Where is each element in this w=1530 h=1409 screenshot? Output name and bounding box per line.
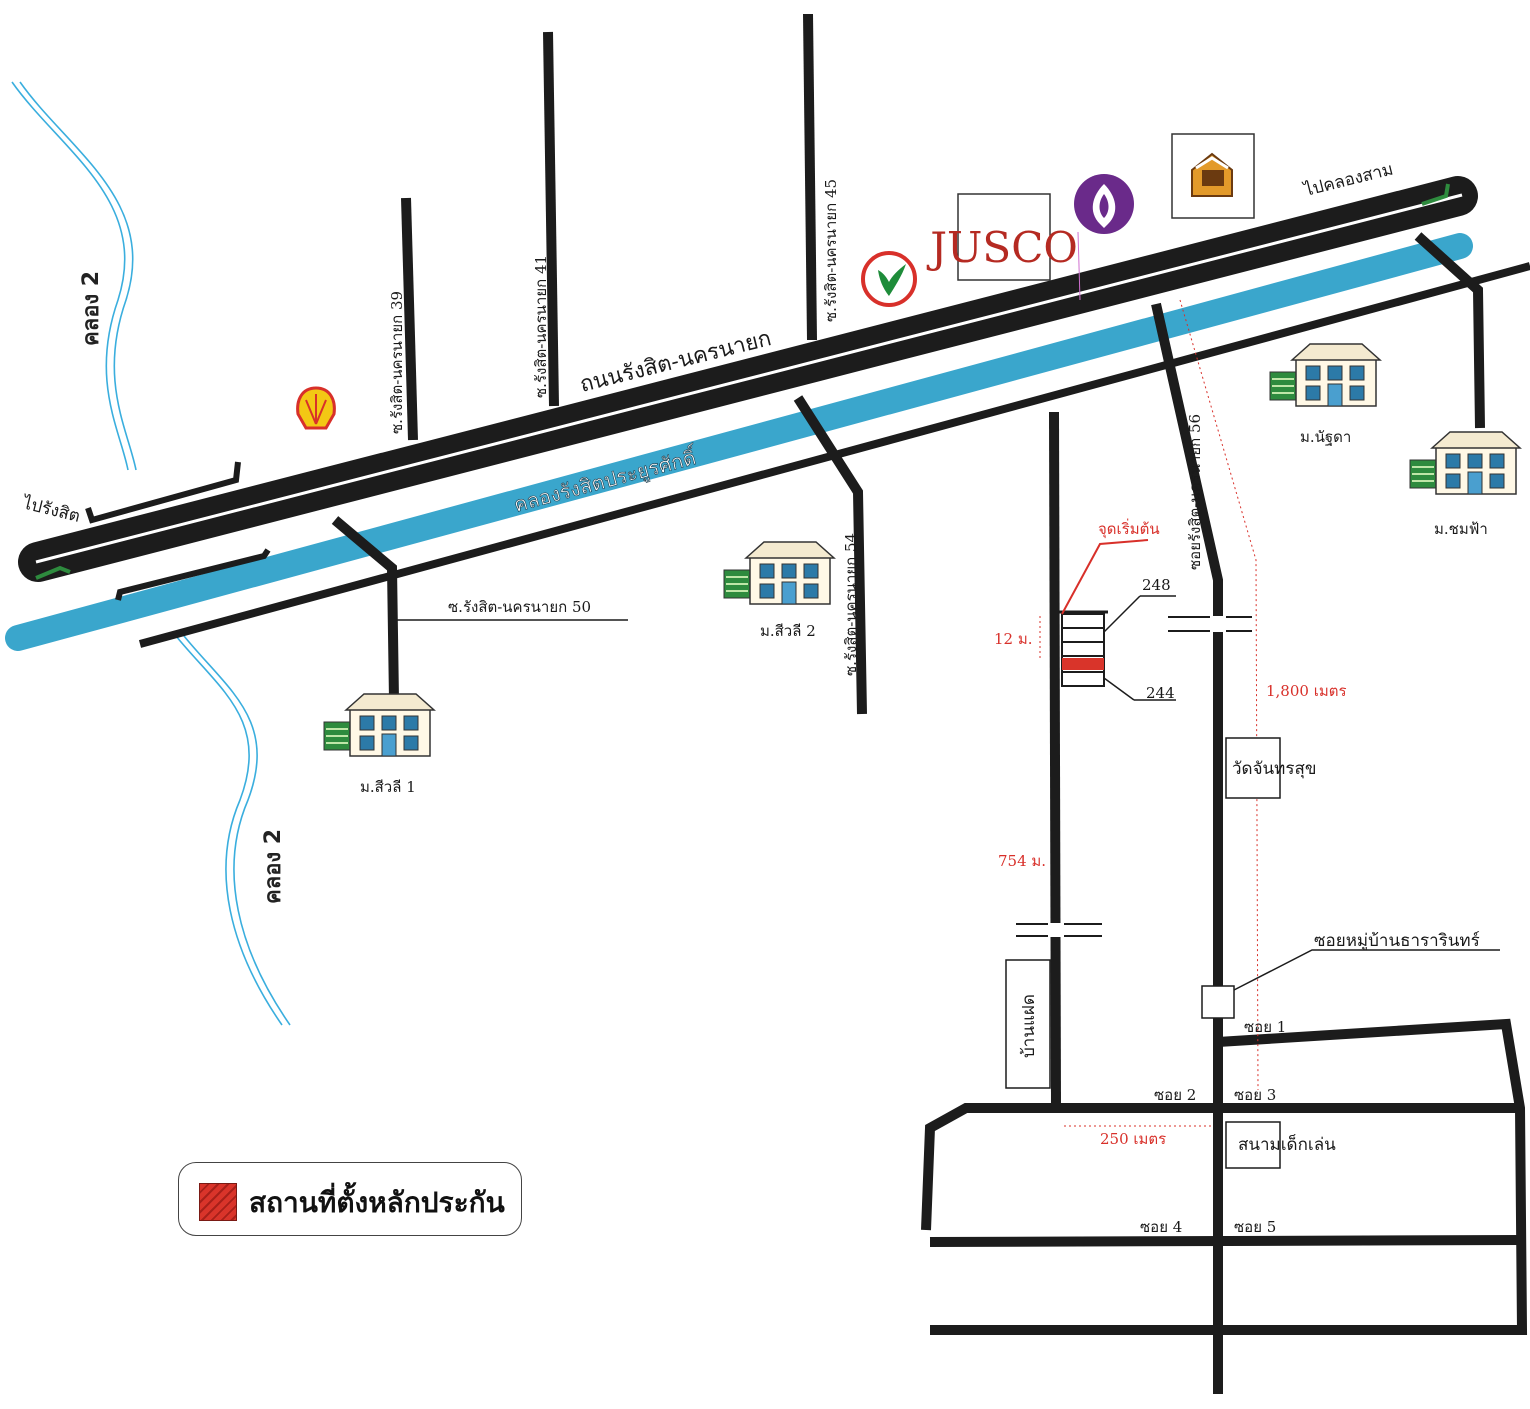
label-start-point: จุดเริ่มต้น [1098, 518, 1160, 539]
canal-rangsit [5, 233, 1473, 651]
label-house-248: 248 [1142, 576, 1171, 594]
legend: สถานที่ตั้งหลักประกัน [178, 1162, 522, 1236]
label-soi-54: ซ.รังสิต-นครนายก 54 [842, 533, 860, 676]
label-khlong-2-top: คลอง 2 [79, 271, 104, 346]
wat-box [1225, 737, 1281, 799]
kasikorn-logo-icon [861, 251, 917, 307]
label-soi-39: ซ.รังสิต-นครนายก 39 [388, 291, 406, 434]
road-right-branch [1414, 232, 1485, 429]
shell-logo-icon [296, 386, 336, 430]
road-soi-39 [401, 197, 418, 441]
label-soi-5: ซอย 5 [1234, 1218, 1276, 1236]
road-collateral [1049, 411, 1061, 1109]
scb-logo-icon [1074, 174, 1134, 234]
label-village-sawali-1: ม.สีวลี 1 [360, 778, 416, 796]
label-to-rangsit: ไปรังสิต [19, 492, 82, 527]
label-wat: วัดจันทรสุข [1232, 759, 1317, 779]
label-soi-50: ซ.รังสิต-นครนายก 50 [448, 598, 591, 616]
label-village-chomfa: ม.ชมฟ้า [1434, 520, 1488, 538]
label-house-244: 244 [1146, 684, 1175, 702]
ban-phaet-box [1005, 959, 1051, 1089]
label-soi-2: ซอย 2 [1154, 1086, 1196, 1104]
collateral-building [1050, 595, 1176, 701]
road-soi-1 [1217, 1018, 1528, 1335]
label-ban-phaet: บ้านแฝด [1019, 994, 1039, 1058]
river-khlong-2 [11, 81, 291, 1026]
distance-lines [1039, 299, 1259, 1127]
road-soi-41 [543, 31, 559, 407]
label-dist-250m: 250 เมตร [1100, 1130, 1166, 1148]
service-road-a [85, 461, 241, 524]
jusco-logo-icon: JUSCO [926, 193, 1078, 281]
label-dist-754m: 754 ม. [998, 852, 1046, 870]
label-soi-4: ซอย 4 [1140, 1218, 1182, 1236]
moo-ban-box [1201, 985, 1235, 1019]
legend-label: สถานที่ตั้งหลักประกัน [249, 1186, 505, 1219]
house-icon-sawali-2 [723, 541, 835, 605]
legend-swatch [199, 1183, 237, 1221]
label-soi-41: ซ.รังสิต-นครนายก 41 [532, 255, 550, 398]
label-village-nanthida: ม.นัฐดา [1300, 428, 1351, 446]
road-soi-54 [793, 395, 867, 715]
label-soi-1: ซอย 1 [1244, 1018, 1286, 1036]
bridge-marks [1016, 616, 1252, 937]
house-icon-sawali-1 [323, 693, 435, 757]
playground-box [1225, 1121, 1281, 1169]
label-soi-moo-ban: ซอยหมู่บ้านธารารินทร์ [1314, 931, 1480, 951]
label-soi-3: ซอย 3 [1234, 1086, 1276, 1104]
ghbank-logo-icon [1171, 133, 1255, 219]
road-south-grid-top [921, 1103, 1522, 1231]
road-soi-56 [1151, 302, 1223, 1394]
label-dist-12m: 12 ม. [994, 630, 1033, 648]
label-playground: สนามเด็กเล่น [1238, 1133, 1336, 1155]
road-soi-45 [803, 13, 817, 341]
label-dist-1800m: 1,800 เมตร [1266, 682, 1347, 700]
road-soi-50 [331, 516, 399, 701]
house-icon-chomfa [1409, 431, 1521, 495]
house-icon-nanthida [1269, 343, 1381, 407]
label-soi-56: ซอยรังสิต-นครนายก 56 [1186, 414, 1204, 570]
label-to-khlong-sam: ไปคลองสาม [1300, 159, 1395, 202]
label-soi-45: ซ.รังสิต-นครนายก 45 [822, 179, 840, 322]
service-road-b [115, 548, 271, 601]
jusco-text: JUSCO [926, 223, 1078, 272]
label-village-sawali-2: ม.สีวลี 2 [760, 622, 816, 640]
collateral-unit [1062, 658, 1104, 670]
label-khlong-2-bottom: คลอง 2 [261, 829, 286, 904]
road-soi-4-5 [929, 1235, 1523, 1247]
